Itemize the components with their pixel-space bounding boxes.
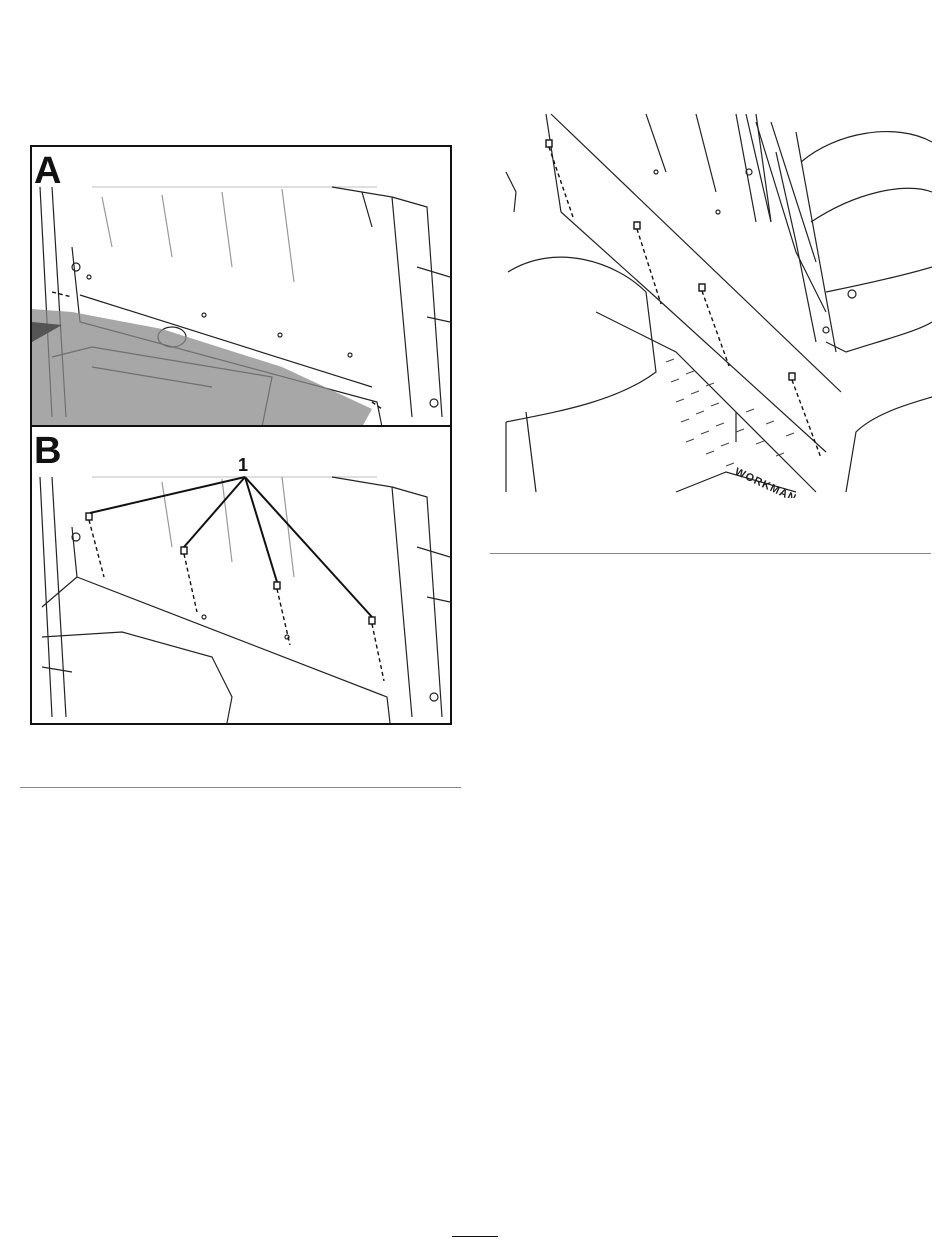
page-footer-rule [452, 1236, 498, 1237]
panel-b: 1 B [34, 430, 450, 723]
right-figure-svg: WORKMAN [496, 112, 932, 498]
panels-svg: A [32, 147, 450, 723]
figure-panels-a-b: A [30, 145, 452, 725]
divider-rule-left [20, 787, 461, 788]
callout-leaders [90, 477, 372, 617]
floor-brand-text: WORKMAN [733, 466, 799, 498]
bolts [86, 513, 375, 624]
callout-number: 1 [238, 455, 248, 475]
panel-b-label: B [34, 430, 61, 472]
divider-rule-right [490, 553, 931, 554]
figure-right: WORKMAN [496, 112, 932, 498]
panel-a-label: A [34, 150, 61, 192]
diamond-plate [666, 359, 794, 466]
panel-a: A [32, 147, 450, 427]
